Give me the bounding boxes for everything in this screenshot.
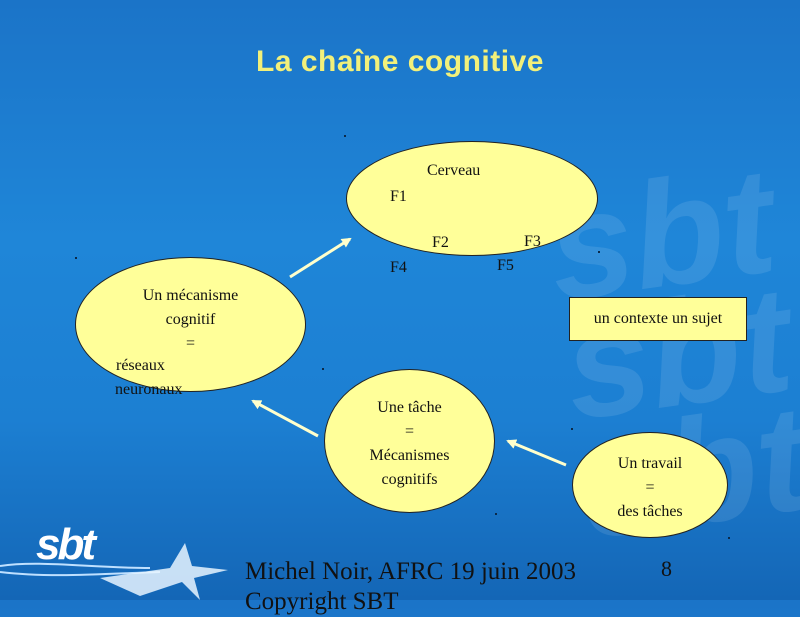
stray-mark <box>322 368 324 370</box>
cerveau-label: Cerveau <box>427 162 481 179</box>
f3-label: F3 <box>524 233 541 250</box>
star-swoosh-icon <box>0 543 228 600</box>
page-number: 8 <box>661 556 672 581</box>
mecanisme-line5: neuronaux <box>115 381 183 398</box>
travail-node: Un travail = des tâches <box>572 432 728 538</box>
stray-mark <box>571 428 573 430</box>
travail-line1: Un travail <box>617 455 683 472</box>
mecanisme-node: Un mécanisme cognitif = réseaux <box>75 257 306 392</box>
travail-line3: des tâches <box>617 503 683 520</box>
mecanisme-line2: cognitif <box>165 311 216 328</box>
f4-label: F4 <box>390 259 407 276</box>
f5-label: F5 <box>497 257 514 274</box>
arrows <box>251 237 567 467</box>
tache-line3: Mécanismes <box>369 447 450 464</box>
tache-line4: cognitifs <box>381 471 438 488</box>
contexte-box: un contexte un sujet <box>569 297 747 341</box>
tache-node: Une tâche = Mécanismes cognitifs <box>324 369 495 513</box>
travail-line2: = <box>645 479 655 496</box>
slide-title: La chaîne cognitive <box>256 45 544 78</box>
f2-label: F2 <box>432 234 449 251</box>
arrow-travail-to-tache <box>506 439 567 467</box>
stray-mark <box>344 135 346 137</box>
stray-mark <box>75 257 77 259</box>
sbt-logo: sbt <box>36 520 96 569</box>
footer-author: Michel Noir, AFRC 19 juin 2003 <box>245 558 576 585</box>
footer-copyright: Copyright SBT <box>245 588 399 615</box>
stray-mark <box>495 513 497 515</box>
mecanisme-line1: Un mécanisme <box>142 287 239 304</box>
arrow-tache-to-mecanisme <box>251 399 319 438</box>
stray-mark <box>598 251 600 253</box>
cerveau-node: Cerveau F1 F2 F3 <box>346 141 598 256</box>
f1-label: F1 <box>390 188 407 205</box>
mecanisme-line3: = <box>185 335 196 352</box>
tache-line1: Une tâche <box>377 399 442 416</box>
mecanisme-line4: réseaux <box>116 357 165 374</box>
arrow-mecanisme-to-cerveau <box>289 237 352 279</box>
tache-line2: = <box>404 423 415 440</box>
stray-mark <box>728 537 730 539</box>
